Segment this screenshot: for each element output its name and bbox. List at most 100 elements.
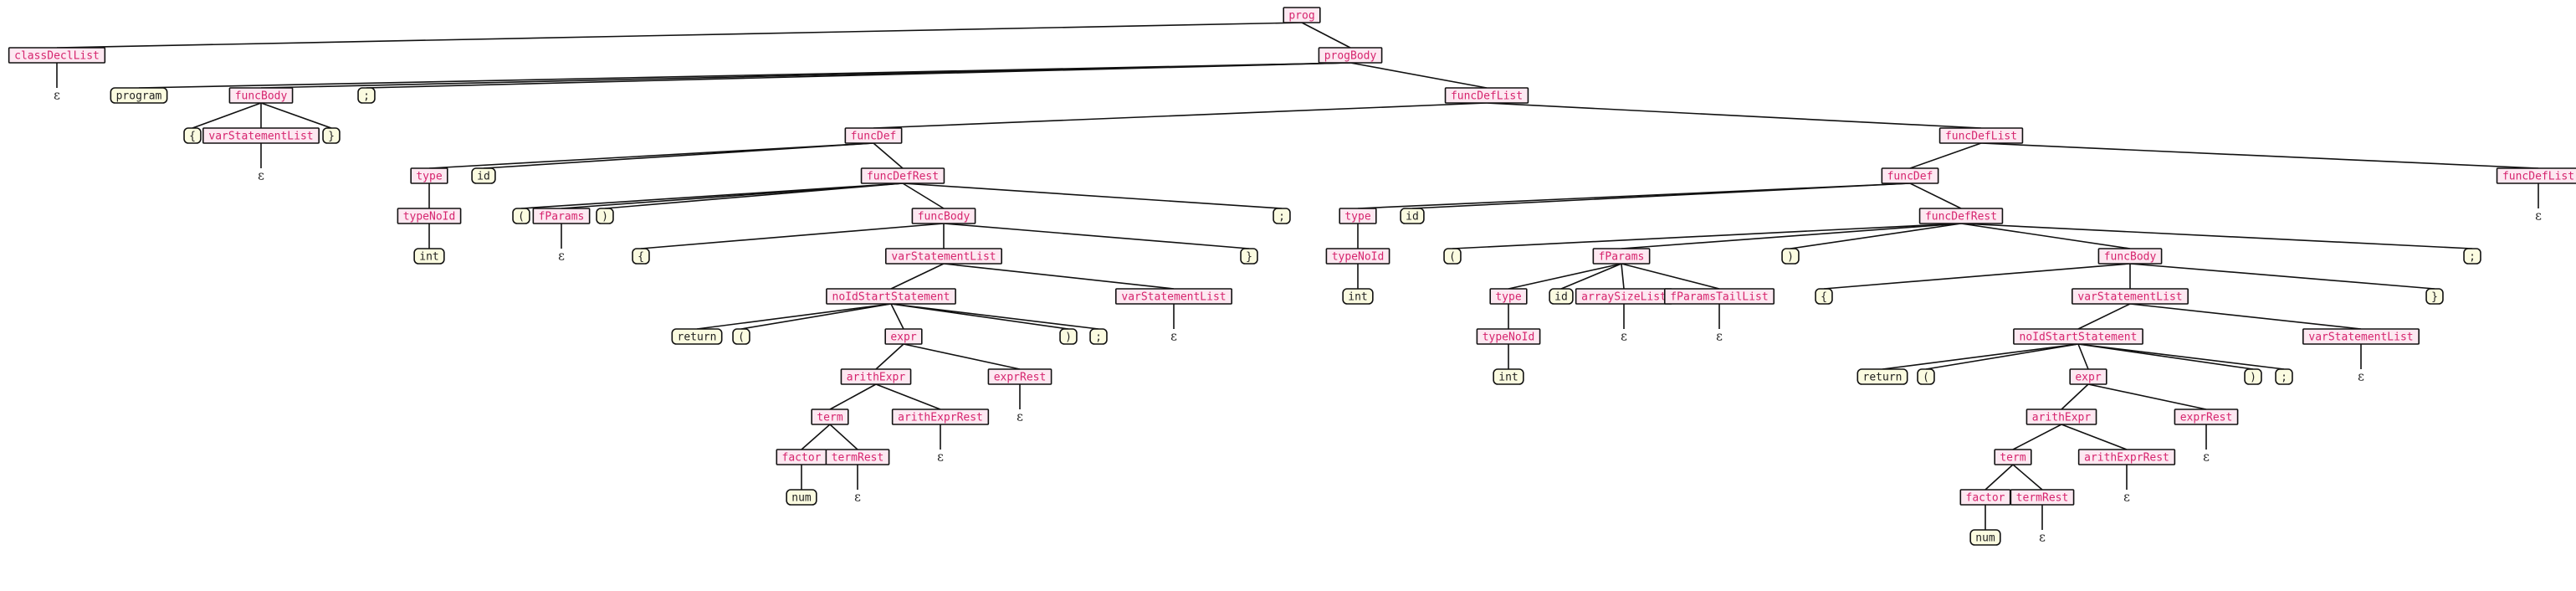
- node-label: varStatementList: [2308, 331, 2413, 344]
- node-label: funcDefList: [2502, 171, 2574, 183]
- nonterminal-node: varStatementList: [202, 127, 320, 144]
- node-box: [891, 409, 990, 425]
- node-label: arithExpr: [2032, 412, 2092, 424]
- node-label: {: [638, 251, 644, 264]
- node-box: [322, 127, 341, 144]
- terminal-node: return: [1856, 368, 1908, 385]
- terminal-node: ;: [1089, 328, 1108, 345]
- node-label: expr: [890, 331, 916, 344]
- nonterminal-node: fParamsTailList: [1663, 288, 1775, 305]
- node-box: [2463, 248, 2481, 265]
- tree-edge: [903, 343, 1021, 370]
- terminal-node: ): [2244, 368, 2262, 385]
- terminal-node: }: [322, 127, 341, 144]
- node-label: id: [1406, 211, 1419, 224]
- node-label: funcDefRest: [867, 171, 939, 183]
- nonterminal-node: type: [410, 167, 448, 184]
- nonterminal-node: varStatementList: [1115, 288, 1233, 305]
- node-label: ε: [2039, 530, 2046, 545]
- node-label: ε: [558, 249, 565, 264]
- node-label: (: [518, 211, 525, 224]
- node-box: [2069, 368, 2107, 385]
- terminal-node: id: [1549, 288, 1574, 305]
- node-label: ε: [2535, 208, 2542, 224]
- terminal-node: int: [1342, 288, 1374, 305]
- node-box: [1994, 449, 2032, 465]
- node-label: num: [791, 492, 812, 505]
- node-label: funcDef: [851, 131, 897, 143]
- node-box: [397, 208, 462, 224]
- nonterminal-node: varStatementList: [2072, 288, 2189, 305]
- node-label: funcBody: [918, 211, 970, 224]
- node-label: ε: [854, 490, 861, 505]
- tree-edge: [1790, 223, 1962, 249]
- tree-edge: [902, 182, 1283, 209]
- tree-edge: [1508, 263, 1622, 290]
- node-label: type: [1495, 291, 1521, 304]
- node-box: [1781, 248, 1800, 265]
- tree-edge: [873, 102, 1488, 129]
- tree-edge: [1621, 263, 1720, 290]
- terminal-node: }: [1240, 248, 1258, 265]
- node-label: ε: [2203, 450, 2210, 465]
- tree-edge: [943, 223, 1250, 249]
- terminal-node: {: [632, 248, 650, 265]
- node-box: [2425, 288, 2444, 305]
- terminal-node: ): [1059, 328, 1078, 345]
- node-label: ε: [258, 168, 264, 183]
- node-box: [1938, 127, 2024, 144]
- node-label: }: [1246, 251, 1252, 264]
- node-box: [110, 87, 168, 104]
- node-label: ε: [2123, 490, 2130, 505]
- node-label: int: [1498, 372, 1518, 384]
- node-box: [1443, 248, 1462, 265]
- node-label: arithExpr: [847, 372, 906, 384]
- epsilon-node: ε: [2039, 530, 2046, 545]
- node-box: [2302, 328, 2420, 345]
- node-label: exprRest: [2180, 412, 2233, 424]
- tree-edge: [873, 142, 904, 169]
- node-label: varStatementList: [891, 251, 996, 264]
- tree-edge: [1621, 263, 1625, 290]
- terminal-node: program: [110, 87, 168, 104]
- tree-edge: [829, 424, 858, 450]
- tree-edge: [1621, 223, 1962, 249]
- tree-edge: [2012, 464, 2043, 491]
- node-box: [1969, 529, 2001, 546]
- nonterminal-node: arithExpr: [2025, 409, 2097, 425]
- node-box: [1489, 288, 1528, 305]
- terminal-node: }: [2425, 288, 2444, 305]
- node-box: [632, 248, 650, 265]
- nonterminal-node: funcDef: [844, 127, 903, 144]
- node-label: arithExprRest: [2084, 452, 2169, 465]
- tree-edge: [740, 303, 892, 330]
- nonterminal-node: arithExprRest: [891, 409, 990, 425]
- node-box: [1342, 288, 1374, 305]
- node-label: ;: [2469, 251, 2476, 264]
- node-box: [844, 127, 903, 144]
- node-box: [1089, 328, 1108, 345]
- node-label: termRest: [832, 452, 884, 465]
- nonterminal-node: funcDefRest: [860, 167, 945, 184]
- nonterminal-node: expr: [2069, 368, 2107, 385]
- node-label: typeNoId: [1332, 251, 1385, 264]
- node-label: expr: [2075, 372, 2101, 384]
- tree-edge: [1909, 142, 1982, 169]
- node-box: [1493, 368, 1524, 385]
- node-label: ε: [937, 450, 944, 465]
- tree-edge: [890, 303, 904, 330]
- node-label: ε: [2358, 369, 2364, 384]
- node-label: term: [817, 412, 842, 424]
- nonterminal-node: termRest: [2010, 489, 2075, 506]
- tree-edge: [1349, 62, 1488, 89]
- node-label: int: [419, 251, 438, 264]
- epsilon-node: ε: [854, 490, 861, 505]
- node-box: [8, 47, 106, 64]
- node-box: [1339, 208, 1377, 224]
- tree-edge: [1909, 182, 1962, 209]
- node-box: [1918, 208, 2004, 224]
- tree-edge: [875, 383, 941, 410]
- node-label: ): [2250, 372, 2256, 384]
- nonterminal-node: fParams: [1592, 248, 1651, 265]
